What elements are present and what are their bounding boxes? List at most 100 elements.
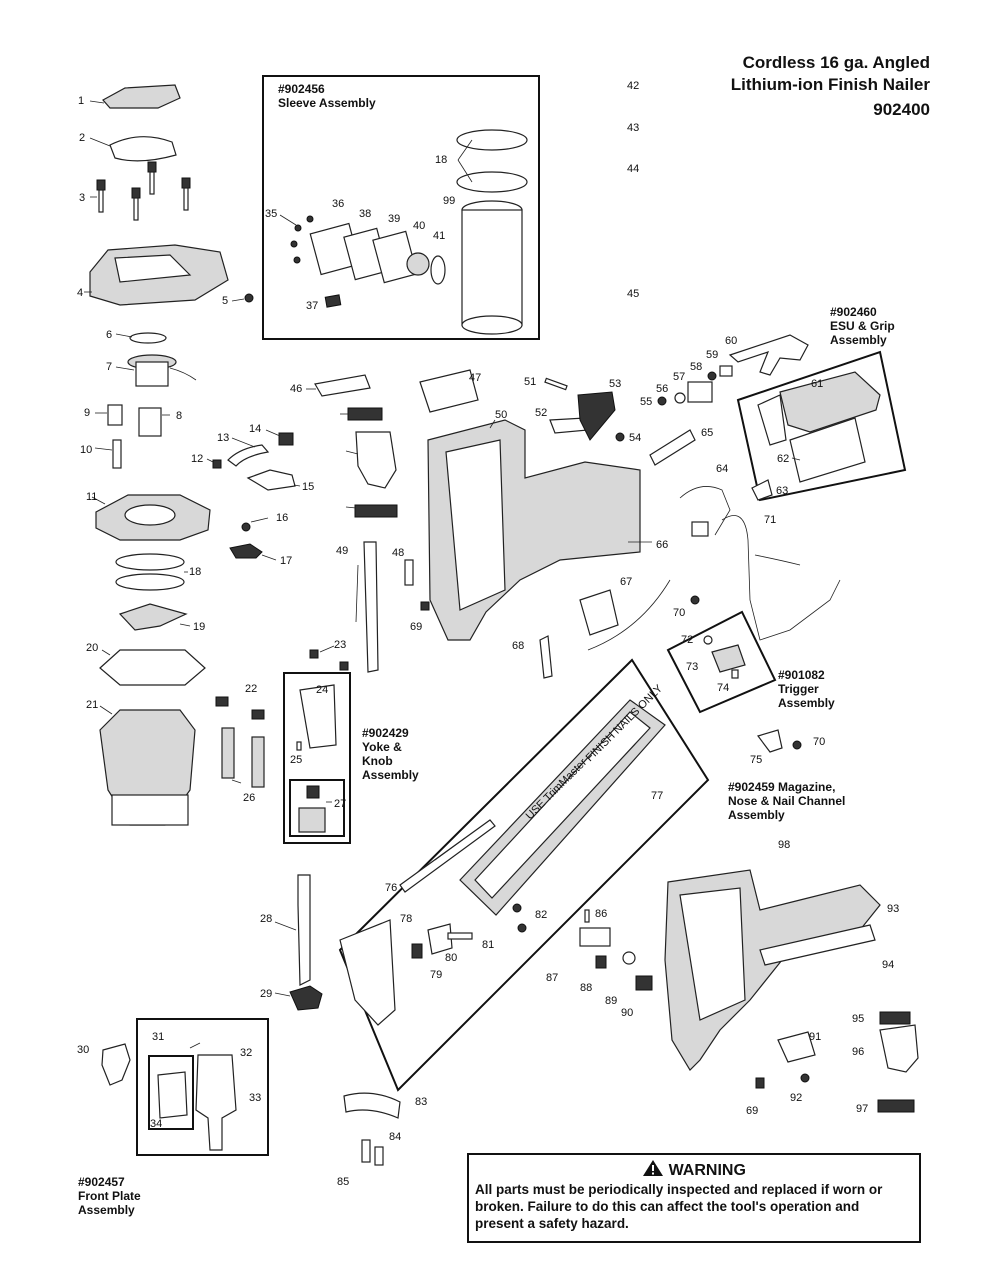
part-30-cover (101, 1043, 131, 1086)
part-69-screw (420, 601, 430, 611)
part-64-wire (679, 486, 731, 537)
callout-87: 87 (546, 972, 558, 984)
part-14-fitting (265, 429, 294, 446)
parts-72-74-trigger (703, 635, 746, 679)
magazine-assembly-box (338, 658, 710, 1092)
callout-66: 66 (656, 539, 668, 551)
part-49-driver-blade (355, 541, 379, 673)
callout-30: 30 (77, 1044, 89, 1056)
callout-17: 17 (280, 555, 292, 567)
callout-22: 22 (245, 683, 257, 695)
part-70-nut (690, 595, 700, 605)
warning-box: WARNING All parts must be periodically i… (467, 1153, 921, 1243)
callout-11: 11 (86, 491, 97, 503)
part-97-badge (345, 504, 398, 518)
part-1-top-cap (89, 84, 181, 109)
callout-98: 98 (778, 839, 790, 851)
magazine-assembly-label: #902459 Magazine, Nose & Nail Channel As… (728, 780, 846, 822)
callout-23: 23 (334, 639, 346, 651)
callout-67: 67 (620, 576, 632, 588)
callout-43: 43 (627, 122, 639, 134)
part-20-gasket (99, 649, 206, 686)
callout-52: 52 (535, 407, 547, 419)
callout-18: 18 (189, 566, 201, 578)
callout-96: 96 (852, 1046, 864, 1058)
part-27-knob (298, 785, 332, 833)
part-95-label (340, 407, 383, 421)
part-47-strip (419, 369, 479, 413)
callout-69b: 69 (746, 1105, 758, 1117)
model-number: 902400 (873, 100, 930, 119)
part-22-nuts (215, 696, 265, 720)
part-65-strip (649, 429, 696, 466)
front-plate-inner-box (148, 1055, 194, 1130)
callout-39: 39 (388, 213, 400, 225)
callout-48: 48 (392, 547, 404, 559)
sleeve-assembly-label: #902456 Sleeve Assembly (278, 82, 376, 110)
part-28-rod (274, 874, 311, 986)
callout-92: 92 (790, 1092, 802, 1104)
part-53-latch (577, 391, 616, 441)
part-12-screw (206, 458, 222, 469)
callout-55: 55 (640, 396, 652, 408)
callout-3: 3 (79, 192, 85, 204)
callout-6: 6 (106, 329, 112, 341)
warning-heading: WARNING (668, 1162, 746, 1179)
callout-69: 69 (410, 621, 422, 633)
part-24-yoke (299, 684, 337, 749)
callout-91: 91 (809, 1031, 821, 1043)
callout-58: 58 (690, 361, 702, 373)
trigger-assembly-label: #901082 Trigger Assembly (778, 668, 835, 710)
callout-33: 33 (249, 1092, 261, 1104)
callout-84: 84 (389, 1131, 401, 1143)
callout-62: 62 (777, 453, 789, 465)
part-75-lever (757, 729, 802, 753)
callout-77: 77 (651, 790, 663, 802)
callout-27: 27 (334, 798, 346, 810)
callout-44: 44 (627, 163, 639, 175)
part-50-main-housing (427, 419, 641, 641)
part-48-strip (404, 559, 414, 586)
callout-51: 51 (524, 376, 536, 388)
part-76-channel (399, 819, 496, 893)
callout-93: 93 (887, 903, 899, 915)
callout-47: 47 (469, 372, 481, 384)
part-4-cylinder-head (84, 244, 229, 306)
part-71-cable (721, 515, 841, 641)
part-98-assembled-nailer (664, 869, 881, 1071)
callout-94: 94 (882, 959, 894, 971)
front-plate-assembly-label: #902457 Front Plate Assembly (78, 1175, 141, 1217)
callout-8: 8 (176, 410, 182, 422)
callout-73: 73 (686, 661, 698, 673)
callout-95: 95 (852, 1013, 864, 1025)
part-34-latch (157, 1071, 188, 1119)
callout-12: 12 (191, 453, 203, 465)
callout-50: 50 (495, 409, 507, 421)
part-60-wire-handle (728, 334, 809, 376)
callout-14: 14 (249, 423, 261, 435)
callout-72: 72 (681, 634, 693, 646)
callout-65: 65 (701, 427, 713, 439)
callout-71: 71 (764, 514, 776, 526)
part-6-clip (115, 332, 167, 344)
part-51-pin (544, 377, 568, 391)
callout-45: 45 (627, 288, 639, 300)
yoke-assembly-box (283, 672, 351, 844)
part-61-grip (757, 371, 881, 446)
callout-37: 37 (306, 300, 318, 312)
callout-74: 74 (717, 682, 729, 694)
part-54-ring (615, 432, 625, 442)
callout-35: 35 (265, 208, 277, 220)
callout-31: 31 (152, 1031, 164, 1043)
callout-49: 49 (336, 545, 348, 557)
callout-21: 21 (86, 699, 98, 711)
parts-83-97-small-parts (343, 909, 919, 1166)
sleeve-assembly-box (262, 75, 540, 340)
title-line-2: Lithium-ion Finish Nailer (730, 75, 930, 94)
part-21-cylinder (99, 705, 196, 826)
part-63-clip (751, 479, 773, 501)
callout-15: 15 (302, 481, 314, 493)
callout-32: 32 (240, 1047, 252, 1059)
callout-9: 9 (84, 407, 90, 419)
